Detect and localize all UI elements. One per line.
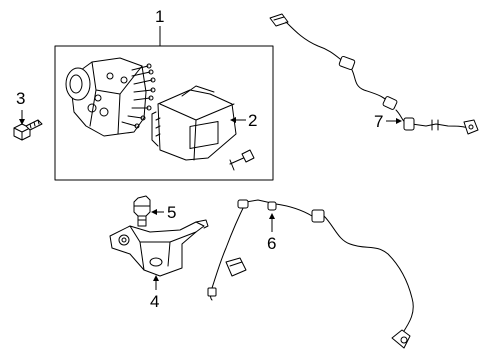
callout-7: 7 <box>374 112 383 131</box>
abs-control-module <box>151 85 237 161</box>
bracket-stud <box>133 195 151 227</box>
front-wheel-speed-sensor <box>207 199 414 349</box>
callout-2: 2 <box>248 111 257 130</box>
bolt <box>13 119 43 141</box>
rear-wheel-speed-sensor <box>269 13 479 135</box>
callout-5: 5 <box>167 203 176 222</box>
brake-line-fittings <box>121 63 156 129</box>
abs-module-assembly-box <box>54 45 274 181</box>
assembly-frame <box>54 45 274 181</box>
callout-4: 4 <box>150 292 159 311</box>
mounting-bracket <box>109 219 209 277</box>
callout-1: 1 <box>155 7 164 26</box>
callout-6: 6 <box>267 234 276 253</box>
callout-labels: 1 2 3 4 5 6 7 <box>16 7 383 311</box>
leader-lines <box>19 26 402 290</box>
module-bolt <box>229 149 255 171</box>
callout-3: 3 <box>16 89 25 108</box>
abs-hydraulic-unit <box>65 57 156 137</box>
